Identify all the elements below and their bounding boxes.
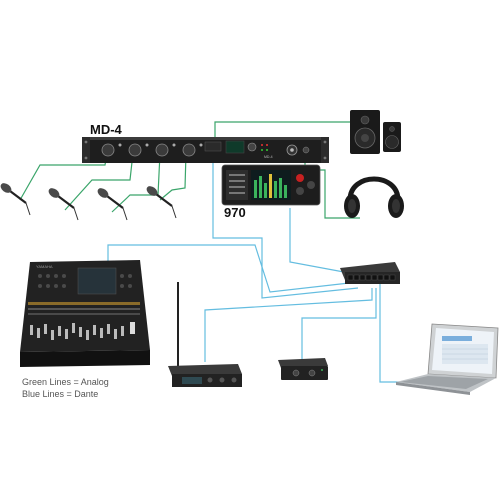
recorder-970 [221, 164, 321, 206]
dante-line-md4 [212, 155, 359, 299]
studio-monitors [350, 110, 401, 154]
legend-dante: Blue Lines = Dante [22, 389, 99, 399]
analog-line-speakers [214, 121, 350, 138]
analog-line-mic4 [159, 152, 187, 201]
recorder-record-button [296, 174, 304, 182]
md4-xlr-input [101, 143, 115, 157]
wireless-receiver [168, 282, 242, 387]
dante-line-dinterface [301, 288, 377, 362]
microphone-3 [97, 188, 128, 221]
md4-label: MD-4 [90, 122, 122, 137]
recorder-970-label: 970 [224, 205, 246, 220]
dante-line-laptop [379, 282, 412, 383]
dante-line-receiver [204, 288, 373, 362]
analog-line-mic3 [111, 152, 161, 213]
md4-rack-unit: MD-4 [82, 137, 329, 163]
laptop [396, 323, 499, 395]
mixer-channel-strips [28, 302, 140, 315]
receiver-display [182, 377, 202, 384]
microphone-2 [48, 188, 79, 221]
legend: Green Lines = Analog Blue Lines = Dante [22, 376, 109, 400]
headphones [344, 176, 404, 218]
md4-display [225, 140, 245, 154]
microphone-1 [0, 183, 31, 216]
analog-line-mic2 [64, 152, 134, 211]
microphones [0, 183, 177, 221]
mixer-faders [30, 322, 135, 340]
mixer-brand-text: YAMAHA [36, 264, 53, 269]
md4-badge-text: MD-4 [264, 155, 273, 159]
md4-xlr-input [182, 143, 196, 157]
md4-xlr-input [155, 143, 169, 157]
recorder-play-button [296, 187, 304, 195]
dante-interface-box [278, 358, 328, 380]
recorder-meters [254, 174, 287, 198]
network-switch [340, 262, 400, 284]
microphone-4 [146, 186, 177, 219]
dante-line-mixer [107, 244, 359, 293]
md4-knob [247, 142, 257, 152]
mixer-screen [77, 267, 117, 295]
recorder-stop-button [307, 181, 315, 189]
legend-analog: Green Lines = Analog [22, 377, 109, 387]
md4-xlr-input [128, 143, 142, 157]
dante-line-970 [289, 208, 361, 276]
digital-mixer: YAMAHA [20, 260, 150, 367]
